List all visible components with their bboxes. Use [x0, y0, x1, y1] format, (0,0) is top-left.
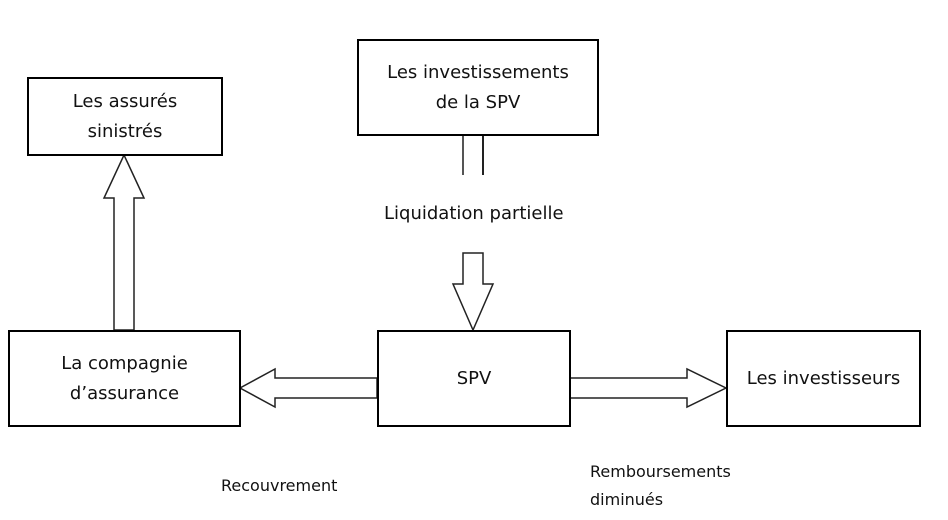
edge-label-repayments-line2: diminués — [590, 490, 664, 509]
node-insured-line2: sinistrés — [87, 120, 163, 142]
node-insurer-line1: La compagnie — [61, 352, 188, 374]
node-spv-label: SPV — [456, 367, 492, 389]
node-investments: Les investissements de la SPV — [357, 39, 599, 136]
arrow-spv-to-investors — [569, 367, 728, 409]
node-spv: SPV — [377, 330, 571, 427]
node-insurer-line2: d’assurance — [69, 382, 180, 404]
arrow-spv-to-insurer — [238, 367, 378, 409]
node-insurer: La compagnie d’assurance — [8, 330, 241, 427]
arrow-insurer-to-insured — [102, 153, 146, 331]
node-investments-line2: de la SPV — [435, 91, 521, 113]
edge-label-repayments: Remboursements diminués — [590, 458, 731, 514]
edge-label-repayments-line1: Remboursements — [590, 462, 731, 481]
node-investments-line1: Les investissements — [387, 61, 569, 83]
arrow-investments-to-spv — [451, 252, 495, 332]
node-insured-line1: Les assurés — [72, 90, 178, 112]
node-investors-label: Les investisseurs — [746, 367, 901, 389]
edge-label-recovery: Recouvrement — [221, 476, 338, 495]
edge-label-liquidation: Liquidation partielle — [384, 203, 564, 224]
node-investors: Les investisseurs — [726, 330, 921, 427]
node-insured: Les assurés sinistrés — [27, 77, 223, 156]
